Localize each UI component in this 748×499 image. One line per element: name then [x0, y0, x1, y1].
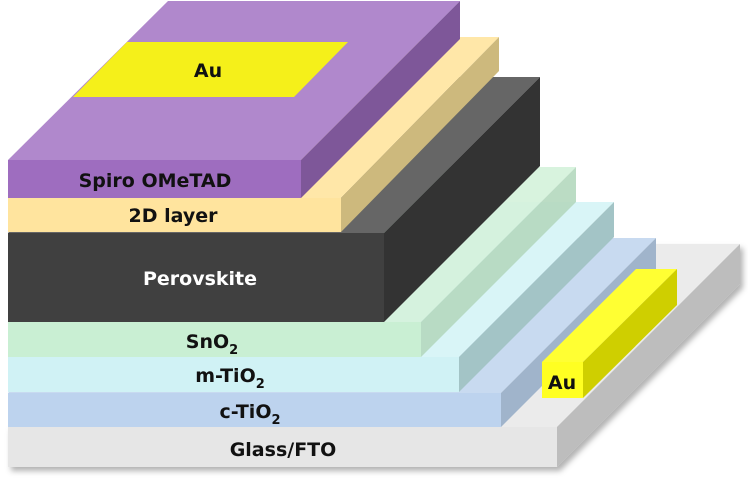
label-c-tio2: c-TiO2: [219, 401, 280, 428]
label-perovskite: Perovskite: [143, 268, 257, 290]
label-spiro-ometad: Spiro OMeTAD: [79, 170, 232, 192]
label-2d-layer: 2D layer: [129, 205, 219, 227]
label-glass-fto: Glass/FTO: [230, 439, 337, 461]
label-m-tio2: m-TiO2: [195, 365, 265, 392]
au-bottom-contact: [542, 269, 677, 398]
label-sno2: SnO2: [186, 331, 238, 358]
label-au-top: Au: [194, 60, 222, 82]
label-au-bottom: Au: [548, 372, 576, 394]
au-top-contact: [73, 42, 348, 97]
